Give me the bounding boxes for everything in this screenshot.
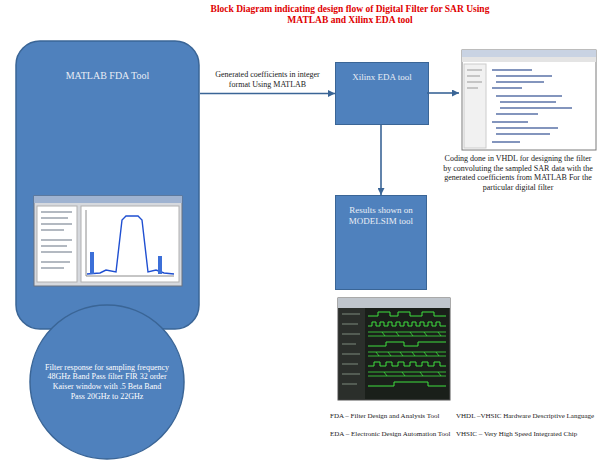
node-text: MATLAB FDA Tool xyxy=(33,70,183,82)
circle-outline-shape xyxy=(30,305,184,459)
rounded-outline-shape xyxy=(16,41,199,329)
label-box: VHSIC – Very High Speed Integrated Chip xyxy=(456,430,598,438)
bus-waveform xyxy=(368,352,446,356)
window-frame xyxy=(462,50,596,150)
window-frame xyxy=(34,196,182,286)
title-box: Block Diagram indicating design flow of … xyxy=(205,4,495,27)
abbreviation-note: VHSIC – Very High Speed Integrated Chip xyxy=(456,430,598,438)
bus-waveform xyxy=(368,332,446,336)
process-box: Results shown on MODELSIM tool xyxy=(335,195,427,290)
flow-arrow xyxy=(380,125,382,195)
response-curve xyxy=(87,216,174,274)
waveform xyxy=(368,382,446,386)
side-panel xyxy=(37,206,77,282)
abbreviation-note: FDA – Filter Design and Analysis Tool xyxy=(330,412,452,420)
waveform xyxy=(368,322,446,326)
plot-area xyxy=(81,206,179,282)
bus-waveform xyxy=(368,372,446,376)
waveform xyxy=(368,362,446,366)
label-box: VHDL –VHSIC Hardware Descriptive Languag… xyxy=(456,412,598,420)
file-panel xyxy=(464,64,486,148)
signal-panel xyxy=(339,308,365,399)
abbreviation-note: EDA – Electronic Design Automation Tool xyxy=(330,430,452,438)
code-lines xyxy=(492,70,572,142)
waveform xyxy=(368,342,446,346)
file-lines xyxy=(467,70,482,88)
title-bar xyxy=(462,50,596,57)
menu-bar xyxy=(462,57,596,62)
node-text: Results shown on MODELSIM tool xyxy=(341,205,421,227)
title-bar xyxy=(34,196,182,203)
flow-arrow xyxy=(427,92,459,94)
label-box: EDA – Electronic Design Automation Tool xyxy=(330,430,452,438)
edge-label-box: Generated coefficients in integer format… xyxy=(212,70,324,89)
plot-axes xyxy=(86,210,174,276)
window-frame xyxy=(338,298,450,400)
toolbar xyxy=(338,298,450,308)
process-box: Xilinx EDA tool xyxy=(335,62,429,125)
spec-circle: Filter response for sampling frequency 4… xyxy=(29,304,185,460)
waveform xyxy=(368,312,446,316)
matlab-screenshot xyxy=(34,196,182,286)
label-box: Coding done in VHDL for designing the fi… xyxy=(440,154,596,192)
abbreviation-note: VHDL –VHSIC Hardware Descriptive Languag… xyxy=(456,412,598,420)
diagram-title: Block Diagram indicating design flow of … xyxy=(205,4,495,27)
modelsim-screenshot xyxy=(338,298,450,400)
bar xyxy=(158,256,162,274)
edge-label: Generated coefficients in integer format… xyxy=(212,70,324,89)
description-note: Coding done in VHDL for designing the fi… xyxy=(440,154,596,192)
flow-arrow xyxy=(200,93,335,95)
signal-names xyxy=(342,314,360,384)
bar xyxy=(90,252,94,274)
label-box: FDA – Filter Design and Analysis Tool xyxy=(330,412,452,420)
node-text: Xilinx EDA tool xyxy=(341,72,423,83)
panel-lines xyxy=(41,212,72,268)
node-text: Filter response for sampling frequency 4… xyxy=(45,363,169,401)
vhdl-code-screenshot xyxy=(462,50,596,150)
